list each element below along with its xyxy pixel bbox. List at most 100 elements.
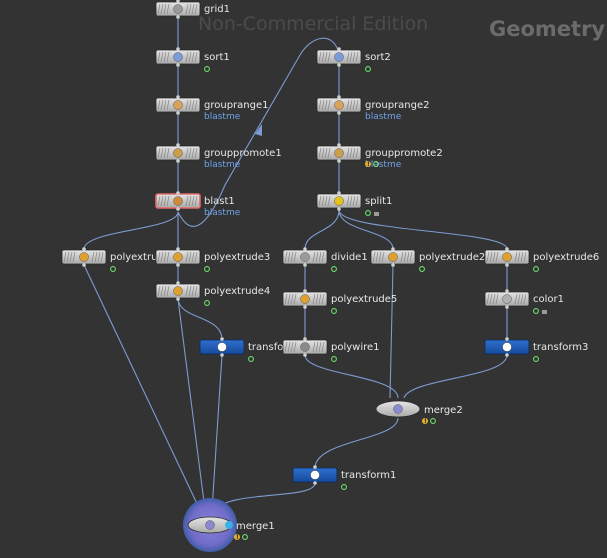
node-grid1[interactable]: grid1	[155, 0, 230, 19]
output-connector[interactable]	[337, 207, 341, 211]
warning-glyph: !	[236, 534, 239, 541]
node-stripe	[188, 147, 192, 159]
output-connector[interactable]	[176, 263, 180, 267]
node-stripe	[163, 147, 167, 159]
node-split1[interactable]: split1	[316, 191, 392, 216]
output-connector[interactable]	[303, 353, 307, 357]
node-stripe	[160, 147, 164, 159]
output-connector[interactable]	[505, 305, 509, 309]
node-stripe	[315, 251, 319, 263]
input-connector[interactable]	[391, 247, 395, 251]
input-connector[interactable]	[303, 337, 307, 341]
node-stripe	[72, 251, 76, 263]
node-transform_left[interactable]: transfor	[199, 337, 288, 362]
node-label: sort2	[365, 52, 391, 63]
output-connector[interactable]	[505, 263, 509, 267]
node-stripe	[321, 195, 325, 207]
node-polyextrude[interactable]: polyextrud	[61, 247, 164, 272]
node-stripe	[312, 341, 316, 353]
node-transform1[interactable]: transform1	[292, 465, 396, 490]
watermark-text: Non-Commercial Edition	[198, 13, 428, 35]
node-transform3[interactable]: transform3	[484, 337, 588, 362]
display-flag-icon	[204, 300, 210, 306]
display-flag-icon	[225, 521, 233, 529]
input-connector[interactable]	[337, 143, 341, 147]
node-polywire1[interactable]: polywire1	[282, 337, 380, 362]
input-connector[interactable]	[337, 191, 341, 195]
group-icon	[173, 100, 183, 110]
node-stripe	[352, 195, 356, 207]
node-stripe	[163, 51, 167, 63]
node-polyextrude2[interactable]: polyextrude2	[370, 247, 485, 272]
input-connector[interactable]	[337, 95, 341, 99]
node-stripe	[91, 251, 95, 263]
node-polyextrude5[interactable]: polyextrude5	[282, 289, 397, 314]
node-stripe	[157, 251, 161, 263]
node-sort2[interactable]: sort2	[316, 47, 391, 72]
node-stripe	[346, 195, 350, 207]
node-merge1[interactable]: merge1!	[187, 516, 275, 541]
output-connector[interactable]	[337, 159, 341, 163]
node-stripe	[194, 147, 198, 159]
output-connector[interactable]	[176, 297, 180, 301]
input-connector[interactable]	[505, 289, 509, 293]
node-stripe	[520, 293, 524, 305]
input-connector[interactable]	[505, 337, 509, 341]
input-connector[interactable]	[176, 281, 180, 285]
input-connector[interactable]	[176, 247, 180, 251]
node-stripe	[378, 251, 382, 263]
node-stripe	[100, 251, 104, 263]
input-connector[interactable]	[176, 47, 180, 51]
output-connector[interactable]	[337, 111, 341, 115]
output-connector[interactable]	[220, 353, 224, 357]
node-label: split1	[365, 196, 392, 207]
display-flag-icon	[365, 210, 371, 216]
output-connector[interactable]	[176, 207, 180, 211]
node-polyextrude3[interactable]: polyextrude3	[155, 247, 270, 272]
node-stripe	[293, 293, 297, 305]
node-color1[interactable]: color1	[484, 289, 564, 314]
output-connector[interactable]	[391, 263, 395, 267]
node-sort1[interactable]: sort1	[155, 47, 230, 72]
node-stripe	[352, 147, 356, 159]
input-connector[interactable]	[505, 247, 509, 251]
output-connector[interactable]	[82, 263, 86, 267]
output-connector[interactable]	[303, 263, 307, 267]
node-stripe	[346, 147, 350, 159]
node-merge2[interactable]: merge2!	[375, 400, 463, 425]
output-connector[interactable]	[505, 353, 509, 357]
node-polyextrude6[interactable]: polyextrude6	[484, 247, 599, 272]
input-connector[interactable]	[337, 47, 341, 51]
input-connector[interactable]	[303, 247, 307, 251]
input-connector[interactable]	[82, 247, 86, 251]
node-stripe	[188, 251, 192, 263]
node-stripe	[355, 99, 359, 111]
input-connector[interactable]	[220, 337, 224, 341]
output-connector[interactable]	[303, 305, 307, 309]
node-stripe	[514, 293, 518, 305]
node-label: polywire1	[331, 342, 380, 353]
node-divide1[interactable]: divide1	[282, 247, 368, 272]
node-polyextrude4[interactable]: polyextrude4	[155, 281, 270, 306]
output-connector[interactable]	[313, 481, 317, 485]
input-connector[interactable]	[176, 143, 180, 147]
output-connector[interactable]	[176, 15, 180, 19]
output-connector[interactable]	[176, 111, 180, 115]
node-stripe	[327, 147, 331, 159]
output-connector[interactable]	[337, 63, 341, 67]
input-connector[interactable]	[176, 0, 180, 3]
input-connector[interactable]	[303, 289, 307, 293]
input-connector[interactable]	[176, 191, 180, 195]
input-connector[interactable]	[176, 95, 180, 99]
input-connector[interactable]	[313, 465, 317, 469]
node-stripe	[352, 51, 356, 63]
output-connector[interactable]	[176, 159, 180, 163]
output-connector[interactable]	[176, 63, 180, 67]
node-stripe	[185, 285, 189, 297]
